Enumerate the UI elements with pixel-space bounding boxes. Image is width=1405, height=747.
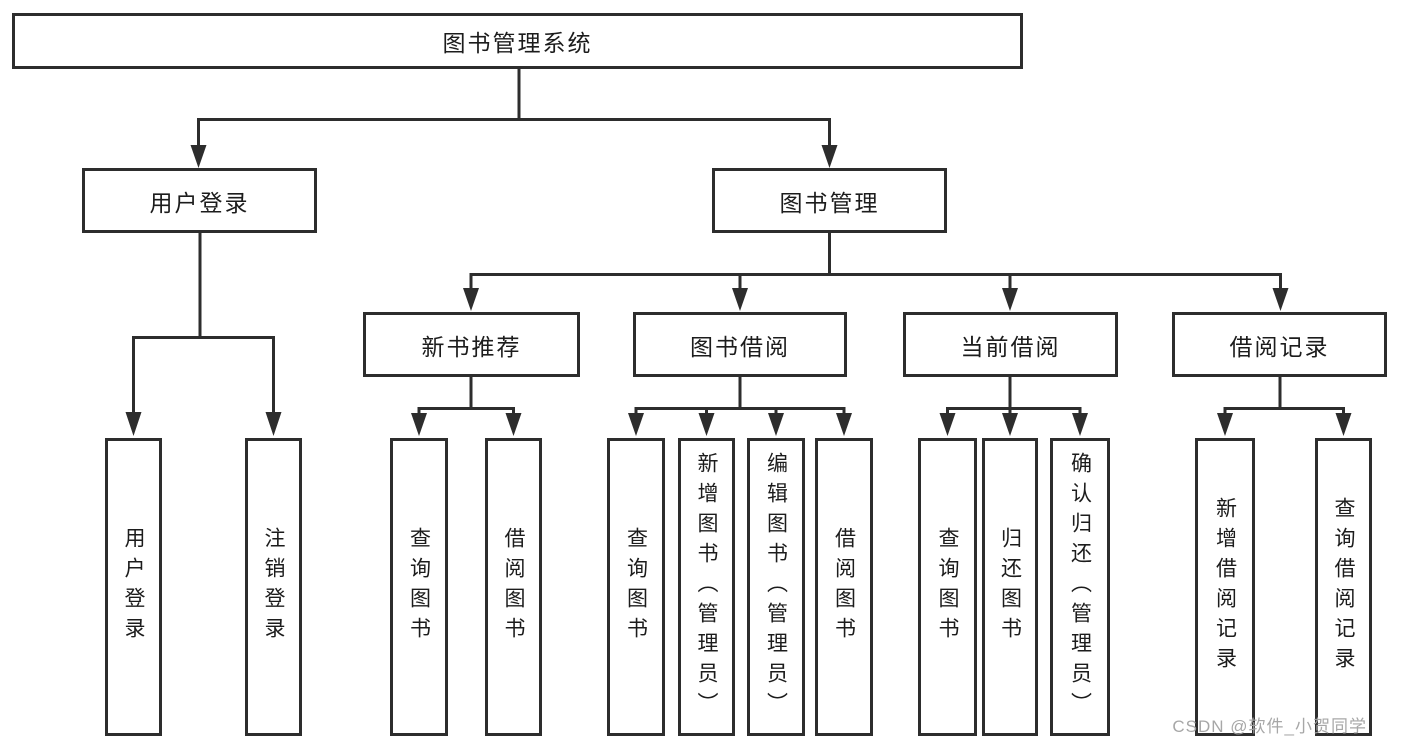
node-library-management-system-label: 图书管理系统 bbox=[442, 30, 593, 56]
leaf-borrow-edit-book-admin: 编辑图书（管理员） bbox=[747, 438, 805, 736]
leaf-recommend-query-book-label: 查询图书 bbox=[407, 527, 431, 647]
arrow-down-icon bbox=[698, 413, 715, 436]
arrow-down-icon bbox=[1335, 413, 1352, 436]
arrow-down-icon bbox=[463, 288, 479, 311]
connector-book-management-to-level3 bbox=[463, 233, 1289, 311]
leaf-current-query-book-label: 查询图书 bbox=[936, 527, 959, 647]
arrow-down-icon bbox=[732, 288, 748, 311]
connector-user-login-to-leaves bbox=[125, 233, 282, 436]
leaf-borrow-edit-book-admin-label: 编辑图书（管理员） bbox=[764, 452, 788, 722]
node-current-borrowing: 当前借阅 bbox=[903, 312, 1118, 377]
leaf-user-login: 用户登录 bbox=[105, 438, 162, 736]
connector-records-to-leaves bbox=[1217, 377, 1352, 436]
arrow-down-icon bbox=[768, 413, 784, 436]
leaf-current-confirm-return-admin: 确认归还（管理员） bbox=[1050, 438, 1110, 736]
leaf-records-query-record: 查询借阅记录 bbox=[1315, 438, 1372, 736]
arrow-down-icon bbox=[1217, 413, 1233, 436]
arrow-down-icon bbox=[125, 412, 142, 436]
leaf-current-return-book: 归还图书 bbox=[982, 438, 1038, 736]
leaf-records-add-record-label: 新增借阅记录 bbox=[1213, 497, 1237, 677]
arrow-down-icon bbox=[411, 413, 427, 436]
arrow-down-icon bbox=[821, 145, 838, 168]
node-new-book-recommend-label: 新书推荐 bbox=[421, 333, 522, 360]
leaf-borrow-add-book-admin: 新增图书（管理员） bbox=[678, 438, 735, 736]
node-user-login-label: 用户登录 bbox=[149, 189, 250, 216]
leaf-borrow-borrow-book: 借阅图书 bbox=[815, 438, 873, 736]
node-current-borrowing-label: 当前借阅 bbox=[960, 333, 1061, 360]
arrow-down-icon bbox=[1272, 288, 1289, 311]
leaf-current-return-book-label: 归还图书 bbox=[998, 527, 1022, 647]
node-borrowing-records-label: 借阅记录 bbox=[1229, 333, 1330, 360]
connector-current-to-leaves bbox=[939, 377, 1088, 436]
node-book-borrowing: 图书借阅 bbox=[633, 312, 847, 377]
leaf-user-login-label: 用户登录 bbox=[122, 527, 145, 647]
leaf-records-add-record: 新增借阅记录 bbox=[1195, 438, 1255, 736]
connector-root-to-level2 bbox=[190, 69, 838, 168]
node-library-management-system: 图书管理系统 bbox=[12, 13, 1023, 69]
leaf-current-confirm-return-admin-label: 确认归还（管理员） bbox=[1068, 452, 1092, 722]
leaf-borrow-borrow-book-label: 借阅图书 bbox=[832, 527, 856, 647]
arrow-down-icon bbox=[1002, 288, 1018, 311]
node-book-borrowing-label: 图书借阅 bbox=[690, 333, 790, 360]
node-book-management-label: 图书管理 bbox=[779, 189, 880, 216]
arrow-down-icon bbox=[265, 412, 282, 436]
leaf-borrow-add-book-admin-label: 新增图书（管理员） bbox=[695, 452, 718, 722]
leaf-recommend-borrow-book-label: 借阅图书 bbox=[502, 527, 525, 647]
leaf-recommend-query-book: 查询图书 bbox=[390, 438, 448, 736]
arrow-down-icon bbox=[505, 413, 522, 436]
csdn-watermark: CSDN @软件_小贺同学 bbox=[1172, 717, 1367, 736]
node-user-login: 用户登录 bbox=[82, 168, 317, 233]
node-borrowing-records: 借阅记录 bbox=[1172, 312, 1387, 377]
arrow-down-icon bbox=[190, 145, 207, 168]
leaf-logout: 注销登录 bbox=[245, 438, 302, 736]
connector-recommend-to-leaves bbox=[411, 377, 522, 436]
node-book-management: 图书管理 bbox=[712, 168, 947, 233]
arrow-down-icon bbox=[1002, 413, 1018, 436]
leaf-records-query-record-label: 查询借阅记录 bbox=[1332, 497, 1355, 677]
arrow-down-icon bbox=[836, 413, 852, 436]
arrow-down-icon bbox=[939, 413, 956, 436]
connector-borrow-to-leaves bbox=[628, 377, 852, 436]
leaf-borrow-query-book-label: 查询图书 bbox=[624, 527, 648, 647]
arrow-down-icon bbox=[1072, 413, 1088, 436]
node-new-book-recommend: 新书推荐 bbox=[363, 312, 580, 377]
leaf-borrow-query-book: 查询图书 bbox=[607, 438, 665, 736]
leaf-logout-label: 注销登录 bbox=[262, 527, 285, 647]
leaf-recommend-borrow-book: 借阅图书 bbox=[485, 438, 542, 736]
arrow-down-icon bbox=[628, 413, 644, 436]
leaf-current-query-book: 查询图书 bbox=[918, 438, 977, 736]
